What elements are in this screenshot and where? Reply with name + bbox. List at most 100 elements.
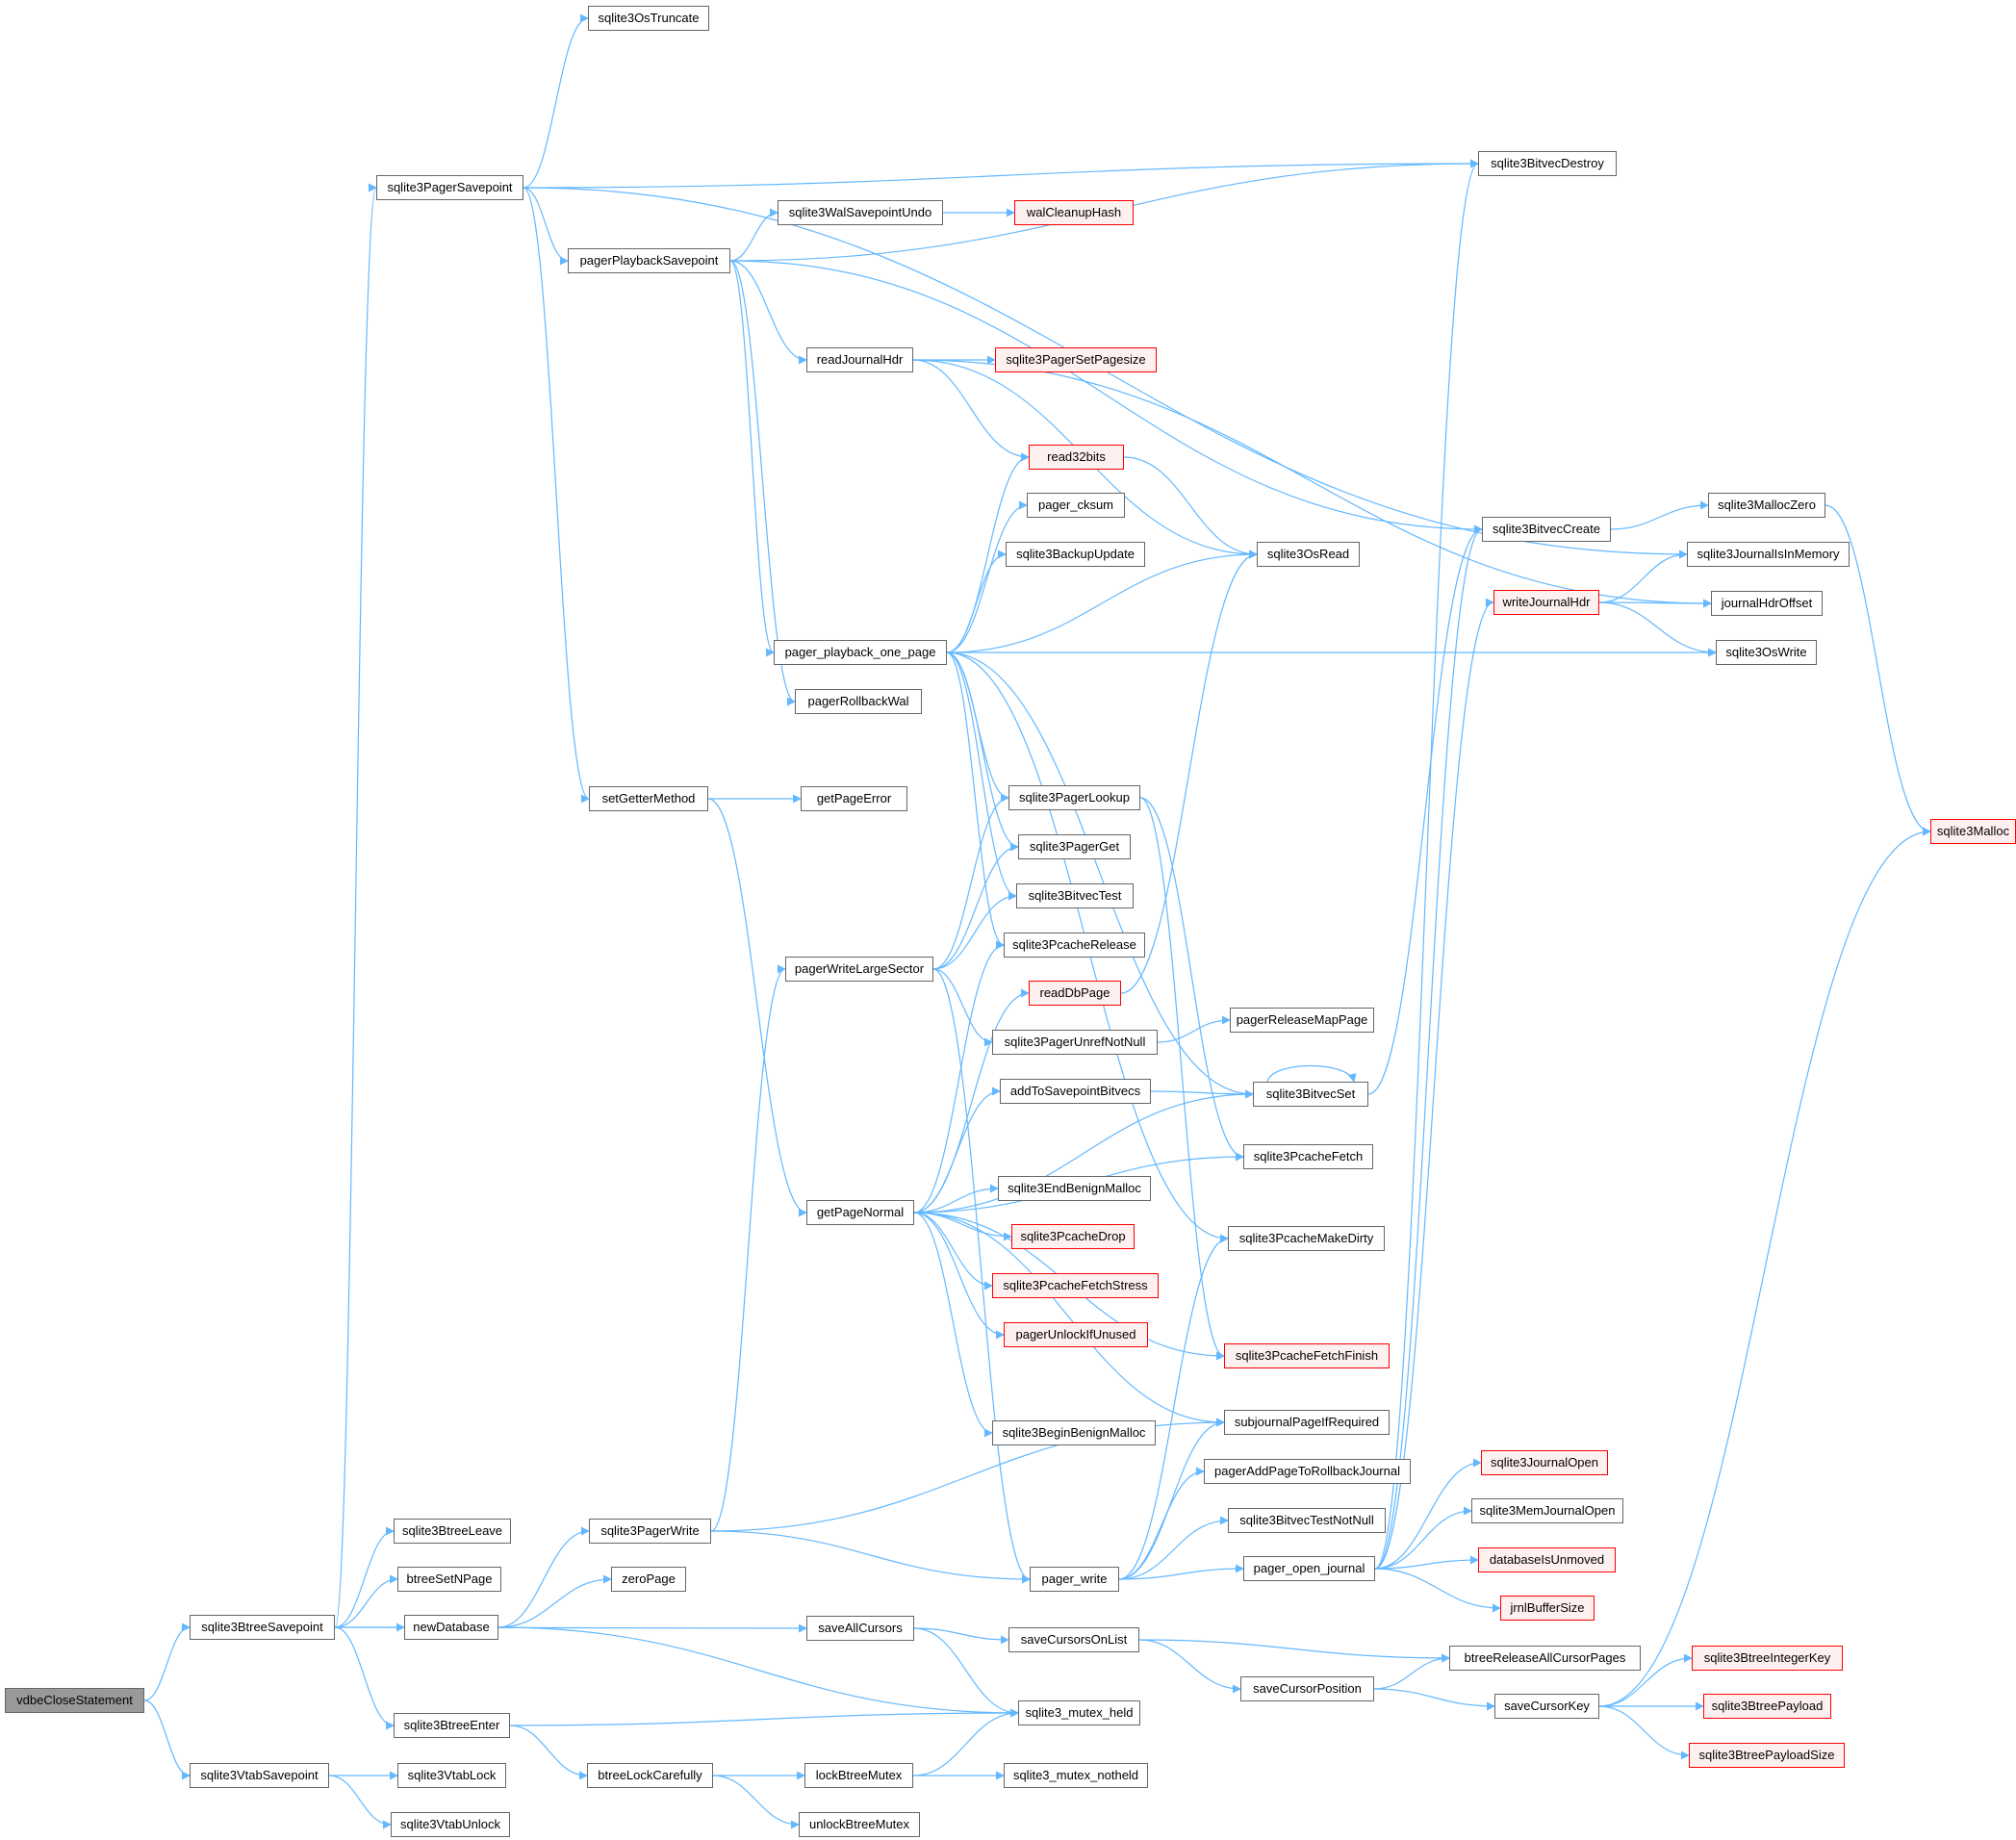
- function-node-sqlite3PagerUnrefNotNull[interactable]: sqlite3PagerUnrefNotNull: [992, 1030, 1158, 1055]
- function-node-pagerWriteLargeSector[interactable]: pagerWriteLargeSector: [785, 957, 933, 982]
- function-node-journalHdrOffset[interactable]: journalHdrOffset: [1711, 591, 1823, 616]
- function-node-sqlite3PcacheFetchFinish[interactable]: sqlite3PcacheFetchFinish: [1224, 1343, 1390, 1368]
- function-node-sqlite3OsRead[interactable]: sqlite3OsRead: [1257, 542, 1360, 567]
- function-node-sqlite3BitvecCreate[interactable]: sqlite3BitvecCreate: [1482, 517, 1611, 542]
- function-node-sqlite3_mutex_notheld[interactable]: sqlite3_mutex_notheld: [1004, 1763, 1148, 1788]
- function-node-saveAllCursors[interactable]: saveAllCursors: [806, 1616, 914, 1641]
- function-node-setGetterMethod[interactable]: setGetterMethod: [589, 786, 708, 811]
- function-node-sqlite3BitvecTest[interactable]: sqlite3BitvecTest: [1016, 883, 1134, 908]
- call-edge-sqlite3BtreeEnter-to-btreeLockCarefully: [509, 1725, 588, 1780]
- function-node-lockBtreeMutex[interactable]: lockBtreeMutex: [804, 1763, 913, 1788]
- function-node-saveCursorsOnList[interactable]: saveCursorsOnList: [1008, 1627, 1139, 1652]
- function-node-zeroPage[interactable]: zeroPage: [611, 1567, 686, 1592]
- function-node-sqlite3PcacheFetch[interactable]: sqlite3PcacheFetch: [1243, 1144, 1373, 1169]
- function-node-sqlite3BtreeSavepoint[interactable]: sqlite3BtreeSavepoint: [190, 1615, 335, 1640]
- function-node-sqlite3PagerGet[interactable]: sqlite3PagerGet: [1018, 834, 1131, 859]
- function-node-sqlite3BitvecDestroy[interactable]: sqlite3BitvecDestroy: [1478, 151, 1617, 176]
- function-node-sqlite3PcacheRelease[interactable]: sqlite3PcacheRelease: [1004, 933, 1145, 958]
- call-edge-setGetterMethod-to-getPageNormal: [707, 798, 807, 1217]
- function-node-sqlite3PagerSavepoint[interactable]: sqlite3PagerSavepoint: [376, 175, 523, 200]
- function-node-sqlite3JournalIsInMemory[interactable]: sqlite3JournalIsInMemory: [1687, 542, 1850, 567]
- function-node-databaseIsUnmoved[interactable]: databaseIsUnmoved: [1478, 1547, 1616, 1572]
- function-node-btreeReleaseAllCursorPages[interactable]: btreeReleaseAllCursorPages: [1449, 1646, 1641, 1671]
- call-edge-saveCursorsOnList-to-saveCursorPosition: [1138, 1639, 1241, 1694]
- call-edge-sqlite3BitvecSet-to-sqlite3BitvecCreate: [1367, 524, 1483, 1095]
- function-node-readJournalHdr[interactable]: readJournalHdr: [806, 347, 913, 372]
- function-node-walCleanupHash[interactable]: walCleanupHash: [1014, 200, 1134, 225]
- function-node-getPageNormal[interactable]: getPageNormal: [806, 1200, 914, 1225]
- function-node-saveCursorKey[interactable]: saveCursorKey: [1494, 1694, 1599, 1719]
- function-node-sqlite3MallocZero[interactable]: sqlite3MallocZero: [1708, 493, 1825, 518]
- function-node-sqlite3_mutex_held[interactable]: sqlite3_mutex_held: [1018, 1700, 1140, 1725]
- function-node-jrnlBufferSize[interactable]: jrnlBufferSize: [1500, 1596, 1595, 1621]
- call-edge-sqlite3BtreeSavepoint-to-btreeSetNPage: [334, 1574, 398, 1628]
- function-node-sqlite3PcacheFetchStress[interactable]: sqlite3PcacheFetchStress: [992, 1273, 1159, 1298]
- function-node-sqlite3PagerWrite[interactable]: sqlite3PagerWrite: [589, 1519, 711, 1544]
- call-edge-sqlite3PagerUnrefNotNull-to-pagerReleaseMapPage: [1157, 1015, 1231, 1043]
- call-edge-saveCursorPosition-to-saveCursorKey: [1373, 1688, 1495, 1711]
- function-node-sqlite3PagerSetPagesize[interactable]: sqlite3PagerSetPagesize: [995, 347, 1157, 372]
- function-node-getPageError[interactable]: getPageError: [801, 786, 907, 811]
- call-edge-getPageNormal-to-sqlite3PcacheDrop: [913, 1212, 1012, 1241]
- call-edge-readJournalHdr-to-journalHdrOffset: [912, 359, 1712, 608]
- call-edge-pager_playback_one_page-to-sqlite3PcacheRelease: [946, 652, 1005, 950]
- call-edge-pagerPlaybackSavepoint-to-sqlite3BitvecCreate: [729, 260, 1483, 534]
- function-node-sqlite3BitvecSet[interactable]: sqlite3BitvecSet: [1253, 1082, 1368, 1107]
- function-node-sqlite3BitvecTestNotNull[interactable]: sqlite3BitvecTestNotNull: [1228, 1508, 1386, 1533]
- function-node-newDatabase[interactable]: newDatabase: [404, 1615, 498, 1640]
- function-node-sqlite3OsTruncate[interactable]: sqlite3OsTruncate: [588, 6, 709, 31]
- function-node-sqlite3VtabUnlock[interactable]: sqlite3VtabUnlock: [391, 1812, 510, 1837]
- function-node-sqlite3BtreeIntegerKey[interactable]: sqlite3BtreeIntegerKey: [1692, 1646, 1843, 1671]
- function-node-sqlite3OsWrite[interactable]: sqlite3OsWrite: [1716, 640, 1817, 665]
- call-edge-saveAllCursors-to-saveCursorsOnList: [913, 1627, 1009, 1645]
- function-node-sqlite3WalSavepointUndo[interactable]: sqlite3WalSavepointUndo: [778, 200, 943, 225]
- function-node-pager_playback_one_page[interactable]: pager_playback_one_page: [774, 640, 947, 665]
- call-edge-pager_write-to-pager_open_journal: [1118, 1564, 1244, 1580]
- function-node-read32bits[interactable]: read32bits: [1029, 445, 1124, 470]
- function-node-sqlite3BtreePayloadSize[interactable]: sqlite3BtreePayloadSize: [1689, 1743, 1845, 1768]
- function-node-sqlite3PcacheMakeDirty[interactable]: sqlite3PcacheMakeDirty: [1228, 1226, 1385, 1251]
- call-edge-addToSavepointBitvecs-to-sqlite3BitvecSet: [1150, 1089, 1254, 1099]
- call-edge-sqlite3BitvecCreate-to-sqlite3MallocZero: [1610, 500, 1709, 530]
- function-node-pagerAddPageToRollbackJournal[interactable]: pagerAddPageToRollbackJournal: [1204, 1459, 1411, 1484]
- function-node-saveCursorPosition[interactable]: saveCursorPosition: [1240, 1676, 1374, 1701]
- function-node-pager_write[interactable]: pager_write: [1030, 1567, 1119, 1592]
- function-node-pagerUnlockIfUnused[interactable]: pagerUnlockIfUnused: [1004, 1322, 1148, 1347]
- function-node-sqlite3BtreePayload[interactable]: sqlite3BtreePayload: [1703, 1694, 1831, 1719]
- function-node-addToSavepointBitvecs[interactable]: addToSavepointBitvecs: [1000, 1079, 1151, 1104]
- function-node-pagerRollbackWal[interactable]: pagerRollbackWal: [795, 689, 922, 714]
- call-edge-saveCursorKey-to-sqlite3Malloc: [1598, 827, 1931, 1707]
- function-node-readDbPage[interactable]: readDbPage: [1029, 981, 1121, 1006]
- function-node-writeJournalHdr[interactable]: writeJournalHdr: [1493, 590, 1599, 615]
- function-node-sqlite3Malloc[interactable]: sqlite3Malloc: [1930, 819, 2016, 844]
- function-node-sqlite3VtabLock[interactable]: sqlite3VtabLock: [397, 1763, 506, 1788]
- function-node-sqlite3BeginBenignMalloc[interactable]: sqlite3BeginBenignMalloc: [992, 1420, 1156, 1445]
- call-edge-getPageNormal-to-sqlite3BitvecSet: [913, 1089, 1254, 1214]
- function-node-sqlite3VtabSavepoint[interactable]: sqlite3VtabSavepoint: [190, 1763, 329, 1788]
- function-node-pager_open_journal[interactable]: pager_open_journal: [1243, 1556, 1375, 1581]
- call-edge-getPageNormal-to-addToSavepointBitvecs: [913, 1086, 1001, 1214]
- function-node-sqlite3PagerLookup[interactable]: sqlite3PagerLookup: [1008, 785, 1140, 810]
- function-node-pager_cksum[interactable]: pager_cksum: [1027, 493, 1125, 518]
- function-node-pagerPlaybackSavepoint[interactable]: pagerPlaybackSavepoint: [568, 248, 730, 273]
- function-node-pagerReleaseMapPage[interactable]: pagerReleaseMapPage: [1230, 1008, 1374, 1033]
- call-edge-pager_open_journal-to-jrnlBufferSize: [1374, 1568, 1501, 1613]
- function-node-sqlite3PcacheDrop[interactable]: sqlite3PcacheDrop: [1011, 1224, 1135, 1249]
- function-node-unlockBtreeMutex[interactable]: unlockBtreeMutex: [799, 1812, 920, 1837]
- call-edge-pager_write-to-pagerAddPageToRollbackJournal: [1118, 1467, 1205, 1580]
- function-node-sqlite3BtreeLeave[interactable]: sqlite3BtreeLeave: [394, 1519, 511, 1544]
- call-edge-read32bits-to-sqlite3OsRead: [1123, 456, 1258, 559]
- function-node-subjournalPageIfRequired[interactable]: subjournalPageIfRequired: [1224, 1410, 1390, 1435]
- function-node-sqlite3MemJournalOpen[interactable]: sqlite3MemJournalOpen: [1471, 1498, 1623, 1523]
- call-edge-pager_playback_one_page-to-sqlite3BackupUpdate: [946, 549, 1007, 653]
- function-node-btreeSetNPage[interactable]: btreeSetNPage: [397, 1567, 501, 1592]
- function-node-btreeLockCarefully[interactable]: btreeLockCarefully: [587, 1763, 713, 1788]
- call-edge-saveCursorPosition-to-btreeReleaseAllCursorPages: [1373, 1653, 1450, 1690]
- call-edge-pagerWriteLargeSector-to-sqlite3PagerGet: [932, 842, 1019, 970]
- function-node-sqlite3JournalOpen[interactable]: sqlite3JournalOpen: [1481, 1450, 1608, 1475]
- call-edge-sqlite3PagerSavepoint-to-pagerPlaybackSavepoint: [523, 187, 569, 266]
- function-node-sqlite3BackupUpdate[interactable]: sqlite3BackupUpdate: [1006, 542, 1145, 567]
- function-node-sqlite3BtreeEnter[interactable]: sqlite3BtreeEnter: [394, 1713, 510, 1738]
- function-node-sqlite3EndBenignMalloc[interactable]: sqlite3EndBenignMalloc: [998, 1176, 1151, 1201]
